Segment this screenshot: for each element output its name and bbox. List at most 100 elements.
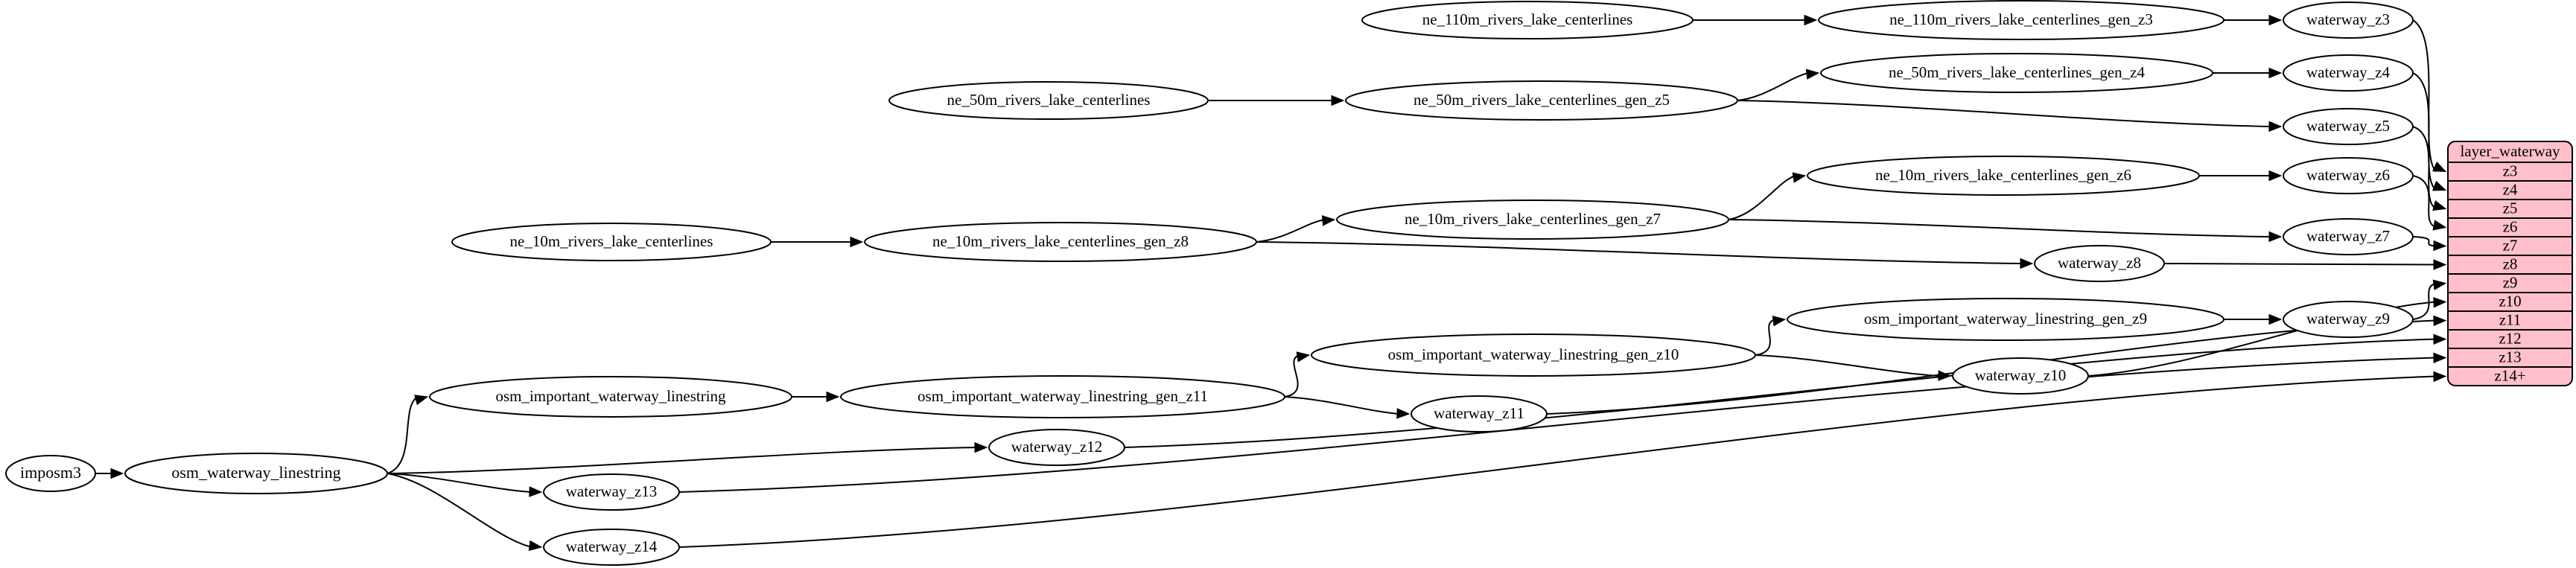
record-row-z3[interactable]: z3 — [2503, 162, 2518, 179]
node-ne_50m_rivers_lake_centerlines[interactable]: ne_50m_rivers_lake_centerlines — [888, 81, 1209, 120]
edge-ne_10m_rivers_lake_centerlines--to--ne_10m_rivers_lake_centerlines_gen_z8 — [771, 236, 864, 248]
node-label: ne_10m_rivers_lake_centerlines_gen_z8 — [932, 232, 1189, 250]
node-shape — [2283, 108, 2414, 145]
record-row-z8[interactable]: z8 — [2503, 255, 2518, 272]
node-ne_10m_rivers_lake_centerlines_gen_z8[interactable]: ne_10m_rivers_lake_centerlines_gen_z8 — [864, 222, 1257, 262]
record-row-z9[interactable]: z9 — [2503, 273, 2518, 291]
node-waterway_z14[interactable]: waterway_z14 — [543, 529, 680, 566]
edge-line — [1755, 319, 1776, 356]
node-osm_important_waterway_linestring_gen_z10[interactable]: osm_important_waterway_linestring_gen_z1… — [1311, 334, 1756, 377]
node-ne_10m_rivers_lake_centerlines_gen_z7[interactable]: ne_10m_rivers_lake_centerlines_gen_z7 — [1336, 200, 1729, 240]
record-row-z12[interactable]: z12 — [2499, 329, 2521, 347]
node-ne_10m_rivers_lake_centerlines_gen_z6[interactable]: ne_10m_rivers_lake_centerlines_gen_z6 — [1807, 156, 2200, 196]
record-node-layer: layer_waterwayz3z4z5z6z7z8z9z10z11z12z13… — [2447, 141, 2573, 386]
edge-line — [387, 473, 532, 493]
edge-arrowhead — [2432, 220, 2447, 231]
edge-line — [2412, 19, 2437, 173]
edge-waterway_z9--to--record-6 — [2412, 279, 2447, 320]
node-waterway_z12[interactable]: waterway_z12 — [988, 429, 1125, 466]
node-shape — [1311, 334, 1756, 377]
edge-line — [1256, 241, 2023, 264]
node-osm_important_waterway_linestring_gen_z11[interactable]: osm_important_waterway_linestring_gen_z1… — [840, 375, 1285, 418]
node-shape — [2034, 245, 2165, 282]
node-waterway_z6[interactable]: waterway_z6 — [2283, 157, 2414, 194]
edge-arrowhead — [2268, 231, 2283, 243]
node-waterway_z7[interactable]: waterway_z7 — [2283, 218, 2414, 255]
edge-arrowhead — [2433, 371, 2447, 383]
node-shape — [451, 223, 772, 261]
node-waterway_z10[interactable]: waterway_z10 — [1952, 357, 2089, 395]
node-label: osm_important_waterway_linestring_gen_z1… — [1388, 345, 1679, 363]
edge-line — [2412, 236, 2437, 247]
node-shape — [1361, 1, 1694, 39]
node-label: waterway_z10 — [1975, 366, 2066, 384]
edge-line — [2412, 282, 2437, 320]
node-waterway_z5[interactable]: waterway_z5 — [2283, 108, 2414, 145]
record-row-z6[interactable]: z6 — [2503, 217, 2518, 235]
node-shape — [2283, 218, 2414, 255]
node-waterway_z4[interactable]: waterway_z4 — [2283, 54, 2414, 92]
node-osm_important_waterway_linestring_gen_z9[interactable]: osm_important_waterway_linestring_gen_z9 — [1787, 298, 2224, 341]
edge-ne_110m_rivers_lake_centerlines--to--ne_110m_rivers_lake_centerlines_gen_z3 — [1693, 14, 1818, 26]
node-shape — [5, 455, 96, 492]
node-shape — [124, 453, 388, 494]
edge-line — [678, 375, 2437, 548]
record-row-z14plus[interactable]: z14+ — [2494, 366, 2525, 384]
edge-arrowhead — [974, 441, 988, 453]
node-waterway_z8[interactable]: waterway_z8 — [2034, 245, 2165, 282]
edge-line — [2412, 175, 2437, 229]
node-shape — [2283, 1, 2414, 39]
record-row-z13[interactable]: z13 — [2499, 348, 2521, 366]
node-waterway_z3[interactable]: waterway_z3 — [2283, 1, 2414, 39]
node-osm_waterway_linestring[interactable]: osm_waterway_linestring — [124, 453, 388, 494]
node-ne_50m_rivers_lake_centerlines_gen_z4[interactable]: ne_50m_rivers_lake_centerlines_gen_z4 — [1820, 53, 2213, 93]
node-imposm3[interactable]: imposm3 — [5, 455, 96, 492]
node-waterway_z11[interactable]: waterway_z11 — [1411, 395, 1548, 433]
edge-waterway_z4--to--record-1 — [2412, 72, 2447, 191]
record-row-z10[interactable]: z10 — [2499, 292, 2521, 310]
edge-line — [387, 396, 419, 474]
edge-arrowhead — [110, 468, 124, 479]
edge-line — [387, 473, 532, 548]
node-ne_50m_rivers_lake_centerlines_gen_z5[interactable]: ne_50m_rivers_lake_centerlines_gen_z5 — [1345, 80, 1738, 121]
node-ne_110m_rivers_lake_centerlines[interactable]: ne_110m_rivers_lake_centerlines — [1361, 1, 1694, 39]
edge-line — [1737, 100, 2272, 127]
edge-osm_waterway_linestring--to--waterway_z14 — [387, 473, 543, 552]
node-osm_important_waterway_linestring[interactable]: osm_important_waterway_linestring — [429, 376, 792, 418]
node-label: osm_important_waterway_linestring_gen_z1… — [917, 387, 1208, 405]
record-row-z7[interactable]: z7 — [2503, 236, 2518, 254]
node-label: waterway_z3 — [2306, 10, 2390, 28]
node-ne_10m_rivers_lake_centerlines[interactable]: ne_10m_rivers_lake_centerlines — [451, 223, 772, 261]
edge-arrowhead — [1331, 95, 1345, 106]
edge-arrowhead — [2433, 240, 2447, 252]
node-shape — [429, 376, 792, 418]
edge-osm_important_waterway_linestring--to--osm_important_waterway_linestring_gen_z11 — [792, 391, 840, 403]
node-ne_110m_rivers_lake_centerlines_gen_z3[interactable]: ne_110m_rivers_lake_centerlines_gen_z3 — [1818, 0, 2224, 40]
node-label: ne_50m_rivers_lake_centerlines_gen_z4 — [1889, 63, 2146, 81]
node-waterway_z13[interactable]: waterway_z13 — [543, 473, 680, 511]
edge-arrowhead — [2020, 258, 2034, 269]
edge-osm_important_waterway_linestring_gen_z10--to--osm_important_waterway_linestring_gen_z9 — [1755, 315, 1787, 356]
node-shape — [1411, 395, 1548, 433]
record-row-z11[interactable]: z11 — [2499, 310, 2522, 328]
edge-osm_waterway_linestring--to--waterway_z12 — [387, 441, 988, 474]
edge-osm_important_waterway_linestring_gen_z11--to--osm_important_waterway_linestring_gen_z10 — [1284, 351, 1311, 398]
node-shape — [1787, 298, 2224, 341]
edge-arrowhead — [2433, 315, 2447, 327]
node-shape — [2283, 54, 2414, 92]
node-shape — [888, 81, 1209, 120]
edge-arrowhead — [2268, 170, 2283, 182]
edge-osm_waterway_linestring--to--osm_important_waterway_linestring — [387, 395, 429, 474]
node-waterway_z9[interactable]: waterway_z9 — [2283, 301, 2414, 338]
edge-line — [678, 357, 2437, 493]
node-label: ne_110m_rivers_lake_centerlines_gen_z3 — [1889, 10, 2153, 28]
node-label: waterway_z13 — [566, 482, 657, 500]
record-row-z5[interactable]: z5 — [2503, 199, 2518, 217]
edge-arrowhead — [1792, 172, 1807, 183]
node-label: waterway_z11 — [1434, 404, 1524, 422]
node-label: waterway_z6 — [2306, 166, 2390, 184]
node-label: waterway_z14 — [566, 537, 658, 555]
record-row-z4[interactable]: z4 — [2503, 180, 2518, 198]
